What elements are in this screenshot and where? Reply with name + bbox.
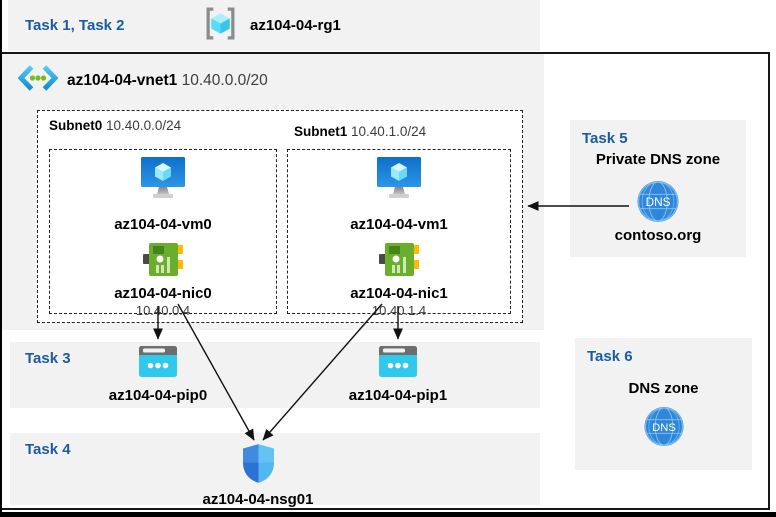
dns-globe-icon: DNS <box>643 406 684 452</box>
public-ip-icon <box>379 346 417 382</box>
nic1-name: az104-04-nic1 <box>350 285 448 302</box>
subnet0-cidr: 10.40.0.0/24 <box>106 118 182 133</box>
task1-2-label: Task 1, Task 2 <box>25 17 125 34</box>
task6-box: Task 6 DNS zone DNS <box>575 338 752 470</box>
task4-label: Task 4 <box>25 441 71 458</box>
resource-group-name: az104-04-rg1 <box>250 17 341 34</box>
pip1-name: az104-04-pip1 <box>348 387 448 404</box>
network-security-group-icon <box>242 444 274 488</box>
dns-zone-title: DNS zone <box>628 380 699 397</box>
nsg-group: az104-04-nsg01 <box>188 444 328 508</box>
nic0-name: az104-04-nic0 <box>114 285 212 302</box>
task5-label: Task 5 <box>582 130 628 147</box>
vnet-title: az104-04-vnet1 10.40.0.0/20 <box>67 72 268 90</box>
svg-text:DNS: DNS <box>652 422 676 434</box>
subnet1-box: az104-04-vm1 az104-04-nic1 10.40.1.4 <box>287 149 511 318</box>
task3-label: Task 3 <box>25 350 71 367</box>
canvas-bottom-border <box>0 512 776 517</box>
svg-text:DNS: DNS <box>646 196 671 209</box>
vm0-name: az104-04-vm0 <box>114 216 212 233</box>
subnet1-name: Subnet1 <box>294 124 348 139</box>
virtual-machine-icon <box>140 157 186 205</box>
vnet-header: az104-04-vnet1 10.40.0.0/20 <box>17 64 268 97</box>
public-ip-icon <box>139 346 177 382</box>
subnet0-name: Subnet0 <box>49 118 103 133</box>
subnet1-label: Subnet1 10.40.1.0/24 <box>294 124 426 139</box>
dns-globe-icon: DNS <box>637 180 680 228</box>
task1-2-band: Task 1, Task 2 az104-04-rg1 <box>8 0 540 51</box>
subnet0-label: Subnet0 10.40.0.0/24 <box>49 118 181 133</box>
private-dns-zone-name: contoso.org <box>614 227 702 244</box>
subnet1-cidr: 10.40.1.0/24 <box>351 124 427 139</box>
nic0-ip: 10.40.0.4 <box>135 303 191 318</box>
resource-group-row: az104-04-rg1 <box>203 6 341 46</box>
subnet-container-box: Subnet0 10.40.0.0/24 Subnet1 10.40.1.0/2… <box>37 110 523 323</box>
task3-band: Task 3 <box>10 342 540 408</box>
canvas-left-border <box>0 0 2 517</box>
task6-label: Task 6 <box>587 348 633 365</box>
virtual-network-icon <box>17 64 59 97</box>
vnet-name: az104-04-vnet1 <box>67 71 178 89</box>
pip0-group: az104-04-pip0 <box>98 346 218 404</box>
network-interface-icon <box>379 242 419 282</box>
vnet-cidr: 10.40.0.0/20 <box>181 71 268 89</box>
network-interface-icon <box>143 242 183 282</box>
resource-group-icon <box>203 6 238 46</box>
private-dns-zone-title: Private DNS zone <box>595 151 721 168</box>
nsg-name: az104-04-nsg01 <box>202 491 314 508</box>
virtual-machine-icon <box>376 157 422 205</box>
subnet0-box: az104-04-vm0 az104-04-nic0 10.40.0.4 <box>49 149 277 318</box>
task4-band: Task 4 <box>10 433 540 505</box>
vm1-name: az104-04-vm1 <box>350 216 448 233</box>
nic1-ip: 10.40.1.4 <box>371 303 427 318</box>
pip1-group: az104-04-pip1 <box>338 346 458 404</box>
pip0-name: az104-04-pip0 <box>108 387 208 404</box>
task5-box: Task 5 Private DNS zone DNS contoso.org <box>570 120 746 257</box>
